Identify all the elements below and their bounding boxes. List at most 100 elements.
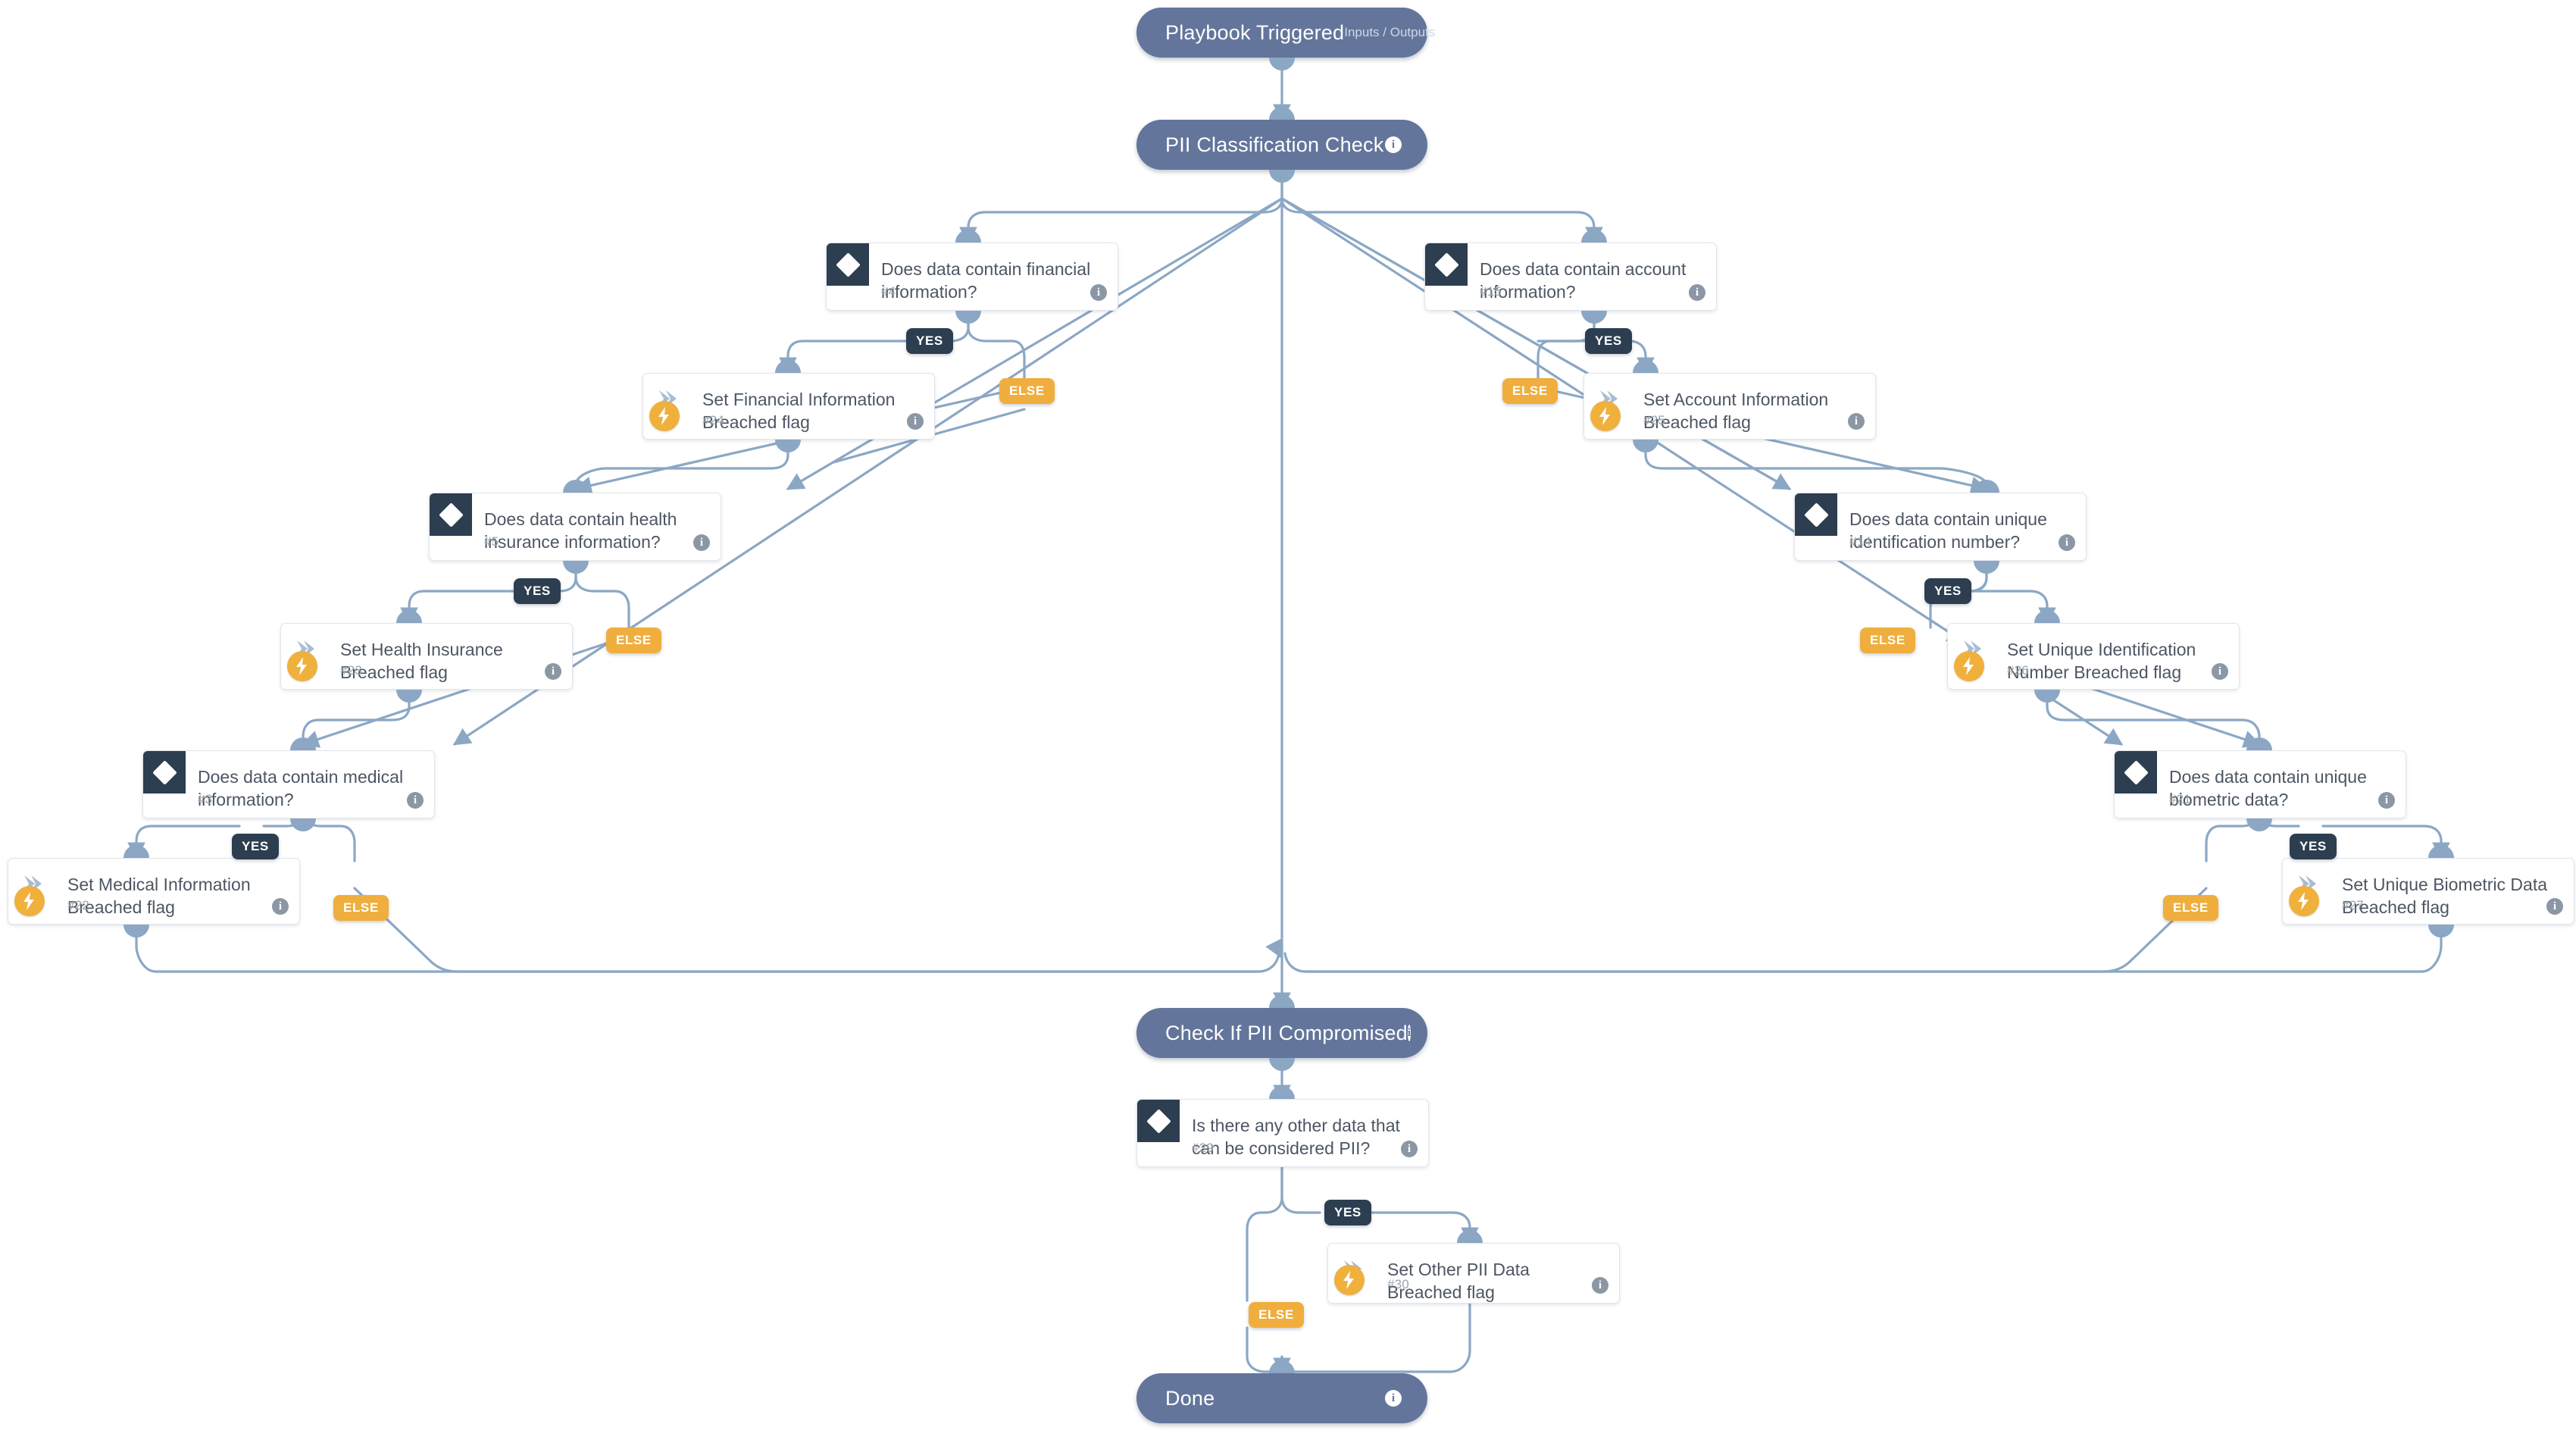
node-id: #30 [1387, 1277, 1409, 1291]
edge-label-yes-financial[interactable]: YES [906, 328, 953, 354]
connector-nub [1974, 480, 1999, 493]
connector-nub [1269, 1360, 1295, 1373]
node-q-biometric[interactable]: Does data contain unique biometric data?… [2114, 750, 2406, 819]
connector-nub [775, 360, 801, 373]
connector-nub [123, 845, 149, 858]
connector-nub [396, 690, 422, 703]
node-label: Does data contain unique identification … [1849, 509, 2047, 552]
info-icon[interactable]: i [2059, 534, 2075, 551]
diamond-icon [2115, 751, 2157, 793]
node-label: Set Medical Information Breached flag [67, 875, 251, 917]
edge-label-else-medical[interactable]: ELSE [333, 895, 389, 921]
node-label: Set Account Information Breached flag [1643, 390, 1829, 432]
info-icon[interactable]: i [1090, 284, 1107, 301]
node-id: #21 [2169, 792, 2191, 806]
node-a-health[interactable]: Set Health Insurance Breached flag #23 i [280, 623, 573, 690]
node-a-account[interactable]: Set Account Information Breached flag #2… [1583, 373, 1876, 440]
node-a-financial[interactable]: Set Financial Information Breached flag … [642, 373, 935, 440]
connector-nub [123, 925, 149, 937]
lightning-bolt-icon [2289, 886, 2319, 916]
node-pii-classification-check[interactable]: PII Classification Check i [1136, 120, 1427, 170]
connector-nub [290, 819, 316, 831]
info-icon[interactable]: i [907, 413, 924, 430]
node-id: #25 [1643, 413, 1665, 427]
edge-label-else-biometric[interactable]: ELSE [2163, 895, 2218, 921]
edge-label-yes-other-pii[interactable]: YES [1324, 1200, 1371, 1225]
node-q-account[interactable]: Does data contain account information? #… [1424, 243, 1717, 311]
connector-nub [1269, 107, 1295, 120]
edge-label-yes-health[interactable]: YES [514, 578, 561, 604]
connector-nub [1974, 561, 1999, 574]
node-label: Set Unique Biometric Data Breached flag [2342, 875, 2548, 917]
node-title: PII Classification Check [1165, 133, 1384, 156]
edge-label-else-other-pii[interactable]: ELSE [1249, 1302, 1304, 1328]
node-subtitle: Inputs / Outputs [1344, 25, 1436, 39]
node-id: #29 [1192, 1141, 1214, 1155]
node-a-other-pii[interactable]: Set Other PII Data Breached flag #30 i [1327, 1243, 1620, 1304]
connector-nub [1269, 1058, 1295, 1071]
info-icon[interactable]: i [2378, 792, 2395, 809]
node-id: #26 [2007, 663, 2029, 678]
node-id: #24 [702, 413, 724, 427]
connector-nub [775, 440, 801, 452]
node-q-medical[interactable]: Does data contain medical information? #… [142, 750, 435, 819]
info-icon[interactable]: i [1385, 136, 1402, 153]
node-id: #5 [484, 534, 499, 549]
diamond-icon [1795, 493, 1837, 536]
edge-label-else-health[interactable]: ELSE [606, 628, 661, 653]
info-icon[interactable]: i [1401, 1141, 1418, 1157]
connector-nub [2246, 819, 2272, 831]
lightning-bolt-icon [14, 886, 45, 916]
diamond-icon [430, 493, 472, 536]
info-icon[interactable]: i [1848, 413, 1865, 430]
edge-label-yes-medical[interactable]: YES [232, 834, 279, 859]
node-a-biometric[interactable]: Set Unique Biometric Data Breached flag … [2282, 858, 2574, 925]
edge-label-yes-unique-id[interactable]: YES [1924, 578, 1971, 604]
info-icon[interactable]: i [1385, 1390, 1402, 1407]
connector-nub [563, 561, 589, 574]
connector-nub [1633, 360, 1658, 373]
lightning-bolt-icon [649, 401, 680, 431]
info-icon[interactable]: i [1689, 284, 1705, 301]
node-check-if-pii-compromised[interactable]: Check If PII Compromised i [1136, 1008, 1427, 1058]
node-playbook-triggered[interactable]: Playbook Triggered Inputs / Outputs [1136, 8, 1435, 58]
node-a-unique-id[interactable]: Set Unique Identification Number Breache… [1947, 623, 2240, 690]
info-icon[interactable]: i [2212, 663, 2228, 680]
info-icon[interactable]: i [272, 898, 289, 915]
info-icon[interactable]: i [545, 663, 561, 680]
node-title: Check If PII Compromised [1165, 1021, 1408, 1044]
node-label: Set Other PII Data Breached flag [1387, 1260, 1530, 1302]
node-q-other-pii[interactable]: Is there any other data that can be cons… [1136, 1099, 1429, 1167]
node-label: Set Health Insurance Breached flag [340, 640, 503, 682]
connector-nub [1269, 1086, 1295, 1099]
node-id: #14 [1849, 534, 1871, 549]
connector-nub [1633, 440, 1658, 452]
node-title: Done [1165, 1386, 1215, 1410]
node-label: Does data contain health insurance infor… [484, 509, 677, 552]
info-icon[interactable]: i [2546, 898, 2563, 915]
node-id: #4 [881, 284, 896, 299]
connector-nub [396, 610, 422, 623]
node-title: Playbook Triggered [1165, 20, 1345, 44]
info-icon[interactable]: i [693, 534, 710, 551]
node-id: #27 [2342, 898, 2364, 912]
diamond-icon [1137, 1100, 1180, 1142]
edge-label-else-unique-id[interactable]: ELSE [1860, 628, 1915, 653]
info-icon[interactable]: i [1407, 1025, 1411, 1041]
node-q-health[interactable]: Does data contain health insurance infor… [429, 493, 721, 561]
node-q-financial[interactable]: Does data contain financial information?… [826, 243, 1118, 311]
connector-nub [1457, 1230, 1483, 1243]
node-label: Is there any other data that can be cons… [1192, 1116, 1400, 1158]
info-icon[interactable]: i [1592, 1277, 1608, 1294]
node-done[interactable]: Done i [1136, 1373, 1427, 1423]
diamond-icon [827, 243, 869, 286]
node-a-medical[interactable]: Set Medical Information Breached flag #2… [8, 858, 300, 925]
edge-label-yes-biometric[interactable]: YES [2290, 834, 2337, 859]
node-id: #22 [67, 898, 89, 912]
node-q-unique-id[interactable]: Does data contain unique identification … [1794, 493, 2087, 561]
edge-label-else-financial[interactable]: ELSE [999, 378, 1055, 404]
edge-label-yes-account[interactable]: YES [1585, 328, 1632, 354]
edge-label-else-account[interactable]: ELSE [1502, 378, 1558, 404]
info-icon[interactable]: i [407, 792, 424, 809]
